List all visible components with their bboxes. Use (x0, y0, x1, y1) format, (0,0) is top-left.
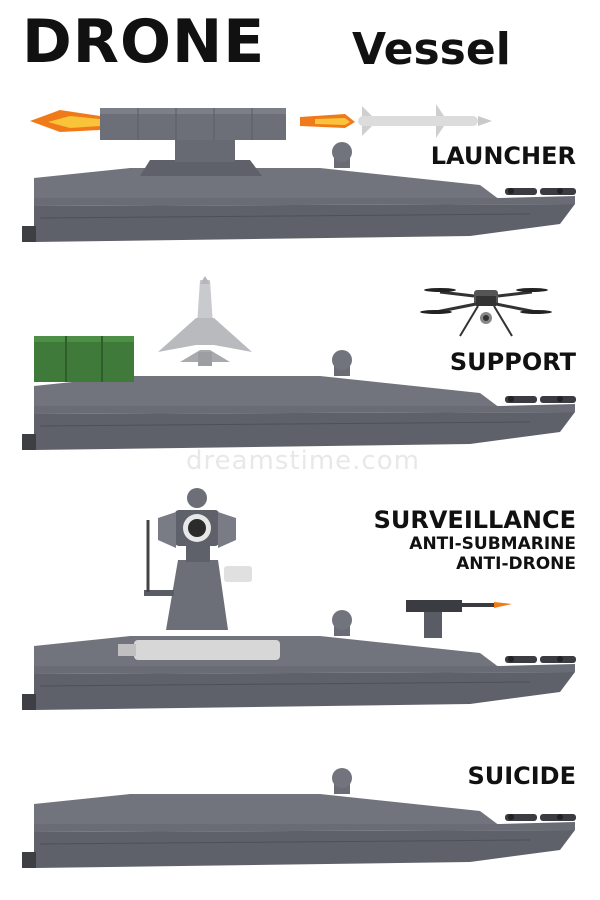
fixed-wing-drone-icon (158, 276, 252, 366)
vessel-sublabel-anti-submarine: ANTI-SUBMARINE (409, 534, 576, 554)
quadcopter-drone-icon (420, 288, 552, 337)
page-title: DRONE (22, 7, 266, 77)
machine-gun-icon (406, 600, 512, 638)
vessel-sublabel-anti-drone: ANTI-DRONE (456, 554, 576, 574)
surveillance-vessel (21, 488, 577, 711)
vessel-label-support: SUPPORT (449, 348, 576, 376)
torpedo-icon (134, 640, 280, 660)
sensor-radar-icon (158, 488, 236, 548)
launcher-vessel (21, 104, 577, 243)
missile-icon (300, 104, 492, 138)
vessel-label-suicide: SUICIDE (467, 762, 576, 790)
support-vessel (21, 276, 577, 451)
cargo-container (34, 336, 134, 382)
page-subtitle: Vessel (352, 24, 511, 75)
vessel-label-launcher: LAUNCHER (430, 142, 576, 170)
watermark-logo: dreamstime.com (186, 446, 420, 476)
vessel-label-surveillance: SURVEILLANCE (373, 506, 576, 534)
suicide-vessel (21, 767, 577, 869)
